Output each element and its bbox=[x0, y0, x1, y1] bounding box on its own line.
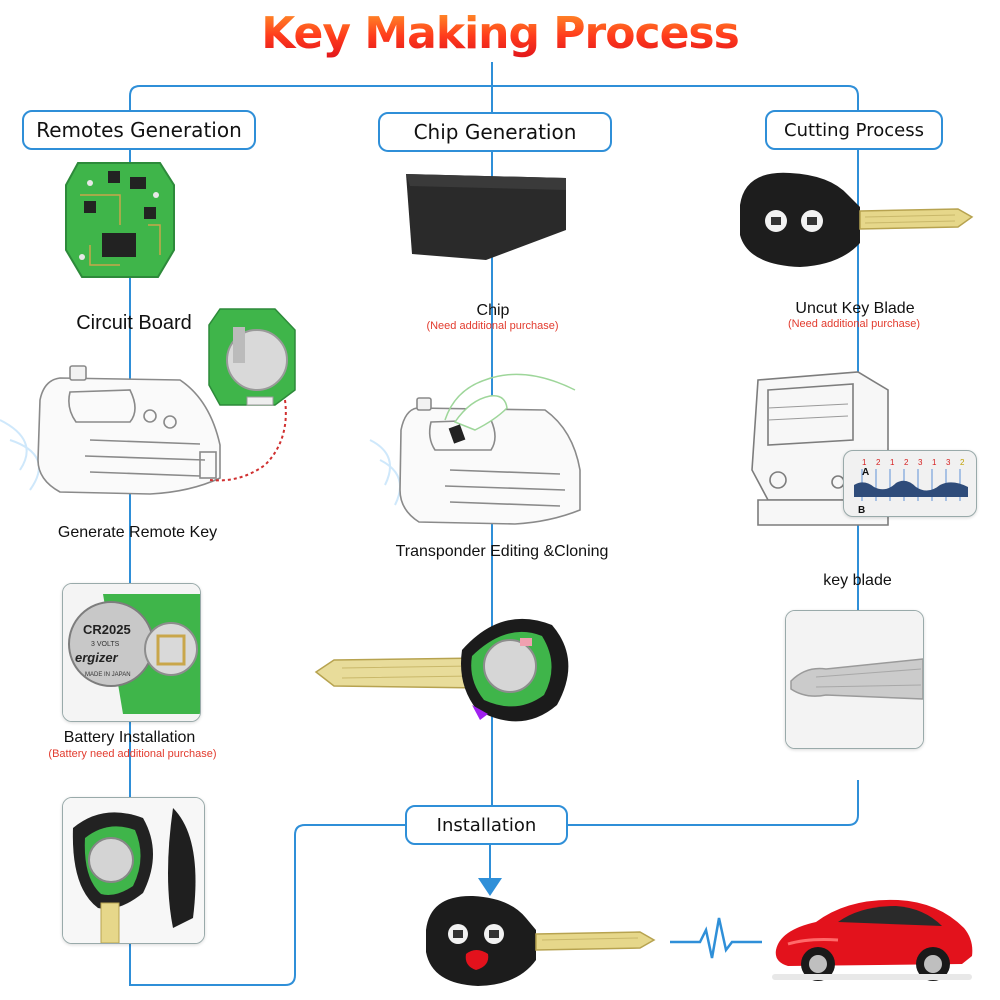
battery-photo: CR2025 3 VOLTS ergizer MADE IN JAPAN bbox=[62, 583, 201, 722]
header-chip-generation: Chip Generation bbox=[378, 112, 612, 152]
generate-remote-key-label: Generate Remote Key bbox=[57, 524, 218, 541]
uncut-key-image bbox=[740, 172, 974, 267]
scale-number: 2 bbox=[904, 458, 909, 467]
circuit-board-image bbox=[65, 162, 175, 278]
uncut-key-blade-label: Uncut Key Blade bbox=[795, 300, 915, 317]
blade-scale-numbers: 1 2 1 2 3 1 3 2 bbox=[862, 458, 965, 467]
uncut-key-note: (Need additional purchase) bbox=[787, 318, 921, 330]
finished-remote-key-image bbox=[426, 895, 656, 986]
programmer-device-center bbox=[399, 373, 581, 525]
battery-board-image bbox=[208, 308, 296, 406]
battery-volts-text: 3 VOLTS bbox=[91, 641, 120, 648]
scale-number: 3 bbox=[918, 458, 923, 467]
circuit-board-label: Circuit Board bbox=[76, 312, 192, 334]
transponder-key-image bbox=[314, 618, 569, 722]
programmer-device-left bbox=[37, 365, 221, 495]
transponder-label: Transponder Editing &Cloning bbox=[395, 543, 609, 560]
mark-a: A bbox=[862, 467, 869, 478]
scale-number: 1 bbox=[890, 458, 895, 467]
battery-note: (Battery need additional purchase) bbox=[48, 748, 217, 760]
battery-model-text: CR2025 bbox=[83, 622, 131, 637]
header-remotes-generation: Remotes Generation bbox=[22, 110, 256, 150]
header-cutting-process: Cutting Process bbox=[765, 110, 943, 150]
chip-note: (Need additional purchase) bbox=[426, 320, 559, 332]
scale-number: 3 bbox=[946, 458, 951, 467]
scale-number: 1 bbox=[932, 458, 937, 467]
installation-box: Installation bbox=[405, 805, 568, 845]
header-cutting-label: Cutting Process bbox=[784, 119, 924, 141]
key-blade-profile-panel: 1 2 1 2 3 1 3 2 A B bbox=[843, 450, 977, 517]
scale-number: 2 bbox=[876, 458, 881, 467]
header-remotes-label: Remotes Generation bbox=[36, 118, 242, 142]
mark-b: B bbox=[858, 505, 865, 516]
header-chip-label: Chip Generation bbox=[413, 120, 577, 144]
key-blade-photo bbox=[785, 610, 924, 749]
assembled-key-photo bbox=[62, 797, 205, 944]
car-image bbox=[772, 899, 973, 981]
battery-installation-label: Battery Installation bbox=[63, 729, 196, 746]
key-blade-label: key blade bbox=[823, 572, 892, 589]
page-title: Key Making Process bbox=[0, 8, 1000, 59]
installation-label: Installation bbox=[436, 814, 537, 836]
chip-image bbox=[406, 174, 566, 260]
battery-brand-text: ergizer bbox=[75, 650, 119, 665]
battery-origin-text: MADE IN JAPAN bbox=[85, 672, 131, 678]
scale-number: 2 bbox=[960, 458, 965, 467]
chip-label: Chip bbox=[476, 302, 510, 319]
scale-number: 1 bbox=[862, 458, 867, 467]
connection-dotted-line bbox=[209, 399, 287, 482]
